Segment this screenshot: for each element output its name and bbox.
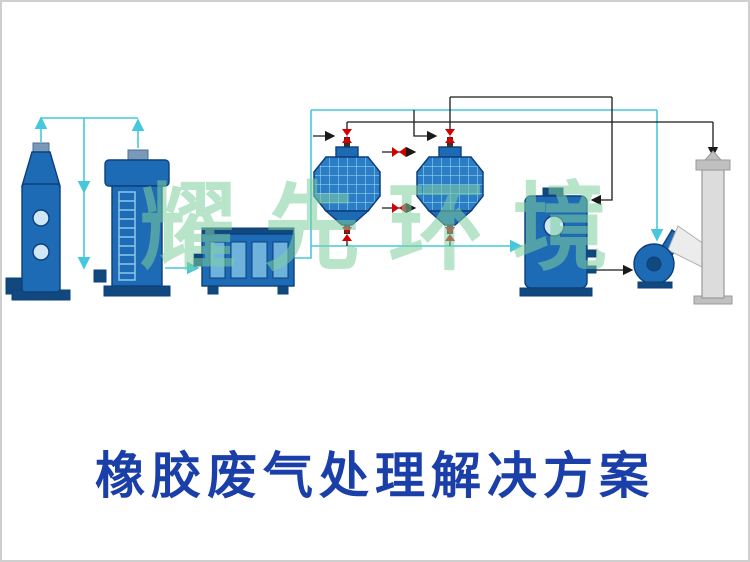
page-title: 橡胶废气处理解决方案 xyxy=(95,446,655,505)
activated-carbon-drum-2 xyxy=(416,136,484,235)
holding-tank xyxy=(519,187,597,297)
spray-tower xyxy=(5,142,71,301)
piping-cyan xyxy=(34,109,664,275)
uv-photolysis-box xyxy=(193,227,295,295)
packed-scrubber-tower xyxy=(93,149,171,297)
activated-carbon-drum-1 xyxy=(313,136,381,235)
exhaust-chimney xyxy=(693,150,733,305)
centrifugal-fan xyxy=(633,225,705,289)
